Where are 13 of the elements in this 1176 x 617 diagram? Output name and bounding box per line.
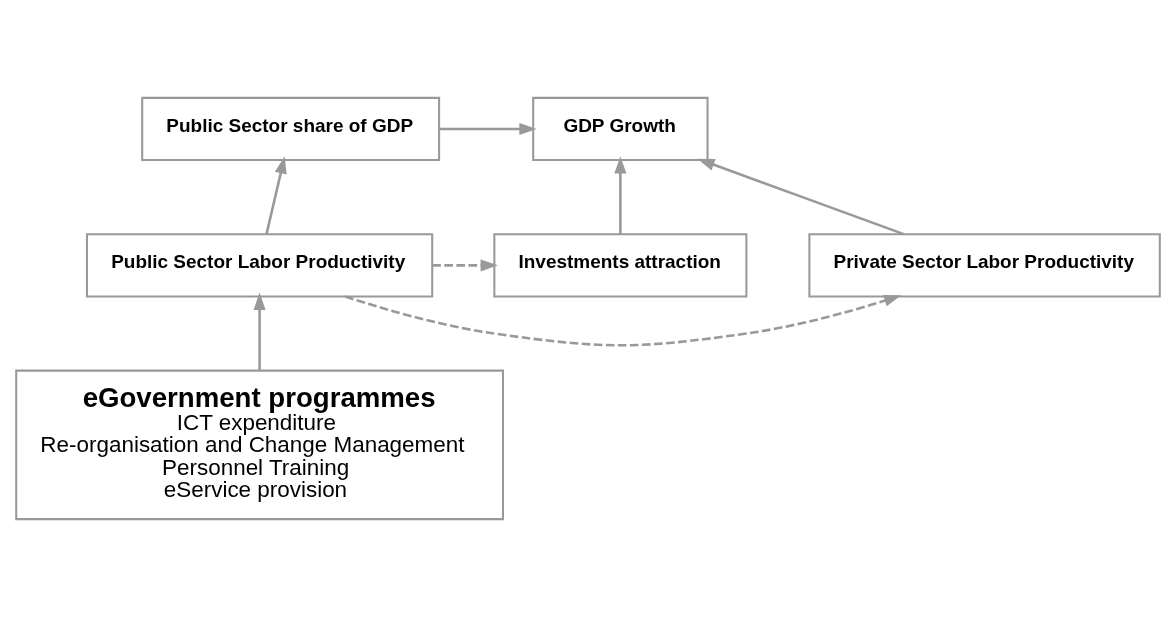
node-box: Public Sector share of GDP [141,96,441,162]
node-box: Investments attraction [493,233,748,298]
arrow [344,294,902,347]
arrow [253,292,266,371]
arrow [265,156,287,235]
node-box: GDP Growth [532,96,709,162]
node-box: Public Sector Labor Productivity [85,233,434,298]
node-box: Private Sector Labor Productivity [808,233,1161,298]
arrow [697,158,905,236]
arrow [432,259,498,272]
node-box: eGovernment programmes ICT expenditure Re-organisation and Change Management Personnel Training eService provision [15,369,505,521]
arrow [614,156,627,235]
arrow [439,122,537,136]
